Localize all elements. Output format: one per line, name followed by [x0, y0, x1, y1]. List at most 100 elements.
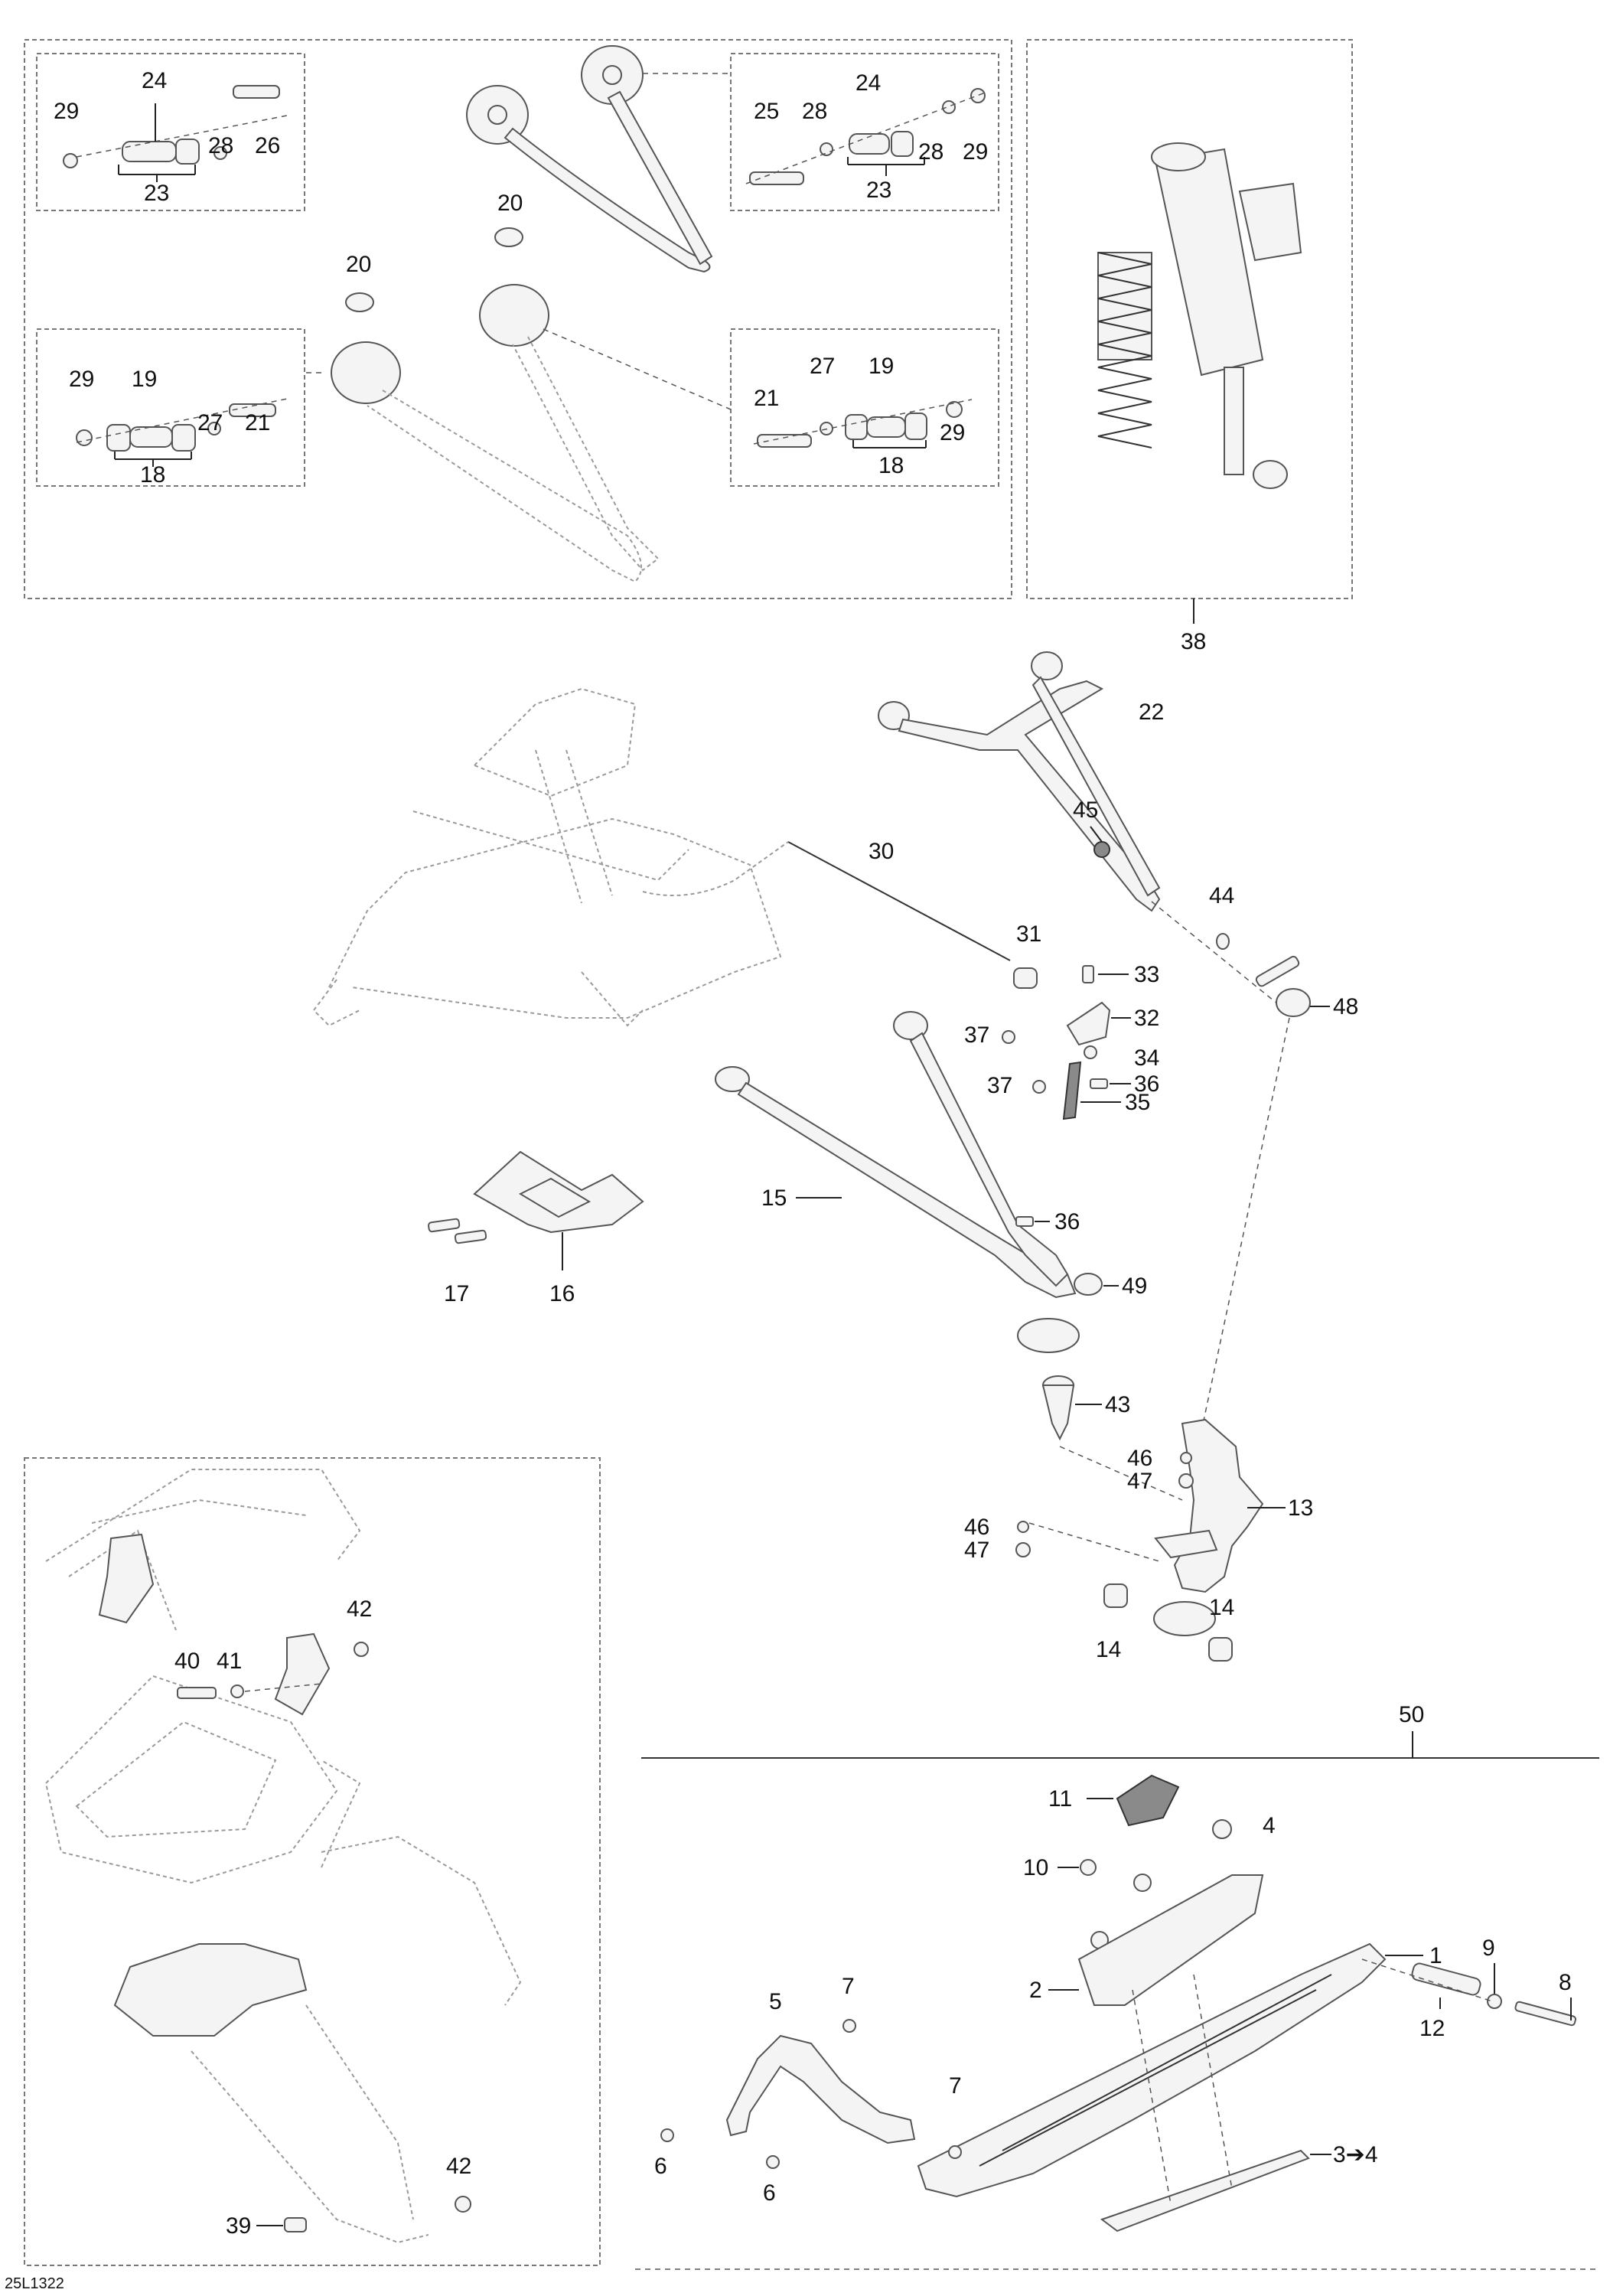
part-7-bolt-bottom	[948, 2145, 962, 2159]
callout-25: 25	[754, 99, 779, 124]
callout-9: 9	[1482, 1936, 1495, 1961]
callout-2: 2	[1029, 1978, 1042, 2003]
callout-46-bottom: 46	[964, 1515, 989, 1540]
part-47-nut-bottom	[1015, 1542, 1031, 1557]
left-bushing-kit-inset	[36, 53, 305, 211]
callout-3to4: 3➔4	[1333, 2142, 1378, 2167]
callout-28-right: 28	[918, 139, 943, 165]
figure-code: 25L1322	[5, 2275, 64, 2292]
part-14-bushing-right	[1208, 1637, 1233, 1662]
dash-46-spindle	[1028, 1522, 1160, 1562]
callout-11: 11	[1048, 1786, 1072, 1812]
part-6-nut-right	[766, 2155, 780, 2169]
callout-28-top: 28	[802, 99, 827, 124]
callout-21-left: 21	[245, 410, 270, 435]
callout-28: 28	[208, 133, 233, 158]
callout-29-right: 29	[963, 139, 988, 165]
callout-5: 5	[769, 1989, 782, 2014]
callout-47-bottom: 47	[964, 1538, 989, 1563]
callout-12: 12	[1419, 2016, 1445, 2041]
callout-37-top: 37	[964, 1022, 989, 1048]
part-37-nut-mid	[1032, 1080, 1046, 1094]
callout-14-right: 14	[1209, 1595, 1234, 1620]
lower-a-arm-15	[715, 1011, 1080, 1353]
callout-32: 32	[1134, 1006, 1159, 1031]
washer-20	[345, 227, 523, 312]
part-7-bolt-top	[842, 2019, 856, 2033]
part-3-runner	[1100, 2149, 1310, 2232]
callout-37-mid: 37	[987, 1073, 1012, 1098]
callout-19-left: 19	[132, 367, 157, 392]
chassis-front-suspension-ghost	[312, 687, 782, 1027]
callout-16: 16	[549, 1281, 575, 1306]
right-lower-bushing-inset	[730, 328, 999, 487]
callout-40: 40	[174, 1649, 200, 1674]
part-46-washer-bottom	[1017, 1521, 1029, 1533]
callout-22: 22	[1139, 700, 1164, 725]
callout-19-right: 19	[869, 354, 894, 379]
part-9-washer	[1487, 1994, 1502, 2009]
callout-20-top: 20	[497, 191, 523, 216]
callout-7-bottom: 7	[949, 2073, 962, 2099]
callout-29-lower-left: 29	[69, 367, 94, 392]
callout-29-lower-right: 29	[940, 420, 965, 445]
part-10-nut	[1080, 1859, 1097, 1876]
callout-34: 34	[1134, 1045, 1159, 1071]
callout-27-right: 27	[810, 354, 835, 379]
callout-23-right: 23	[866, 178, 891, 203]
callout-31: 31	[1016, 921, 1041, 947]
callout-20-left: 20	[346, 252, 371, 277]
callout-23: 23	[144, 181, 169, 206]
callout-6-left: 6	[654, 2154, 667, 2179]
callout-30: 30	[869, 839, 894, 864]
part-34-nut	[1084, 1045, 1097, 1059]
callout-43: 43	[1105, 1392, 1130, 1417]
callout-24: 24	[142, 68, 167, 93]
callout-17: 17	[444, 1281, 469, 1306]
upper-arm-kit-frame	[24, 39, 1012, 599]
upper-a-arm-22	[878, 651, 1161, 912]
upper-a-arm-top	[466, 45, 731, 273]
shock-absorber-frame	[1026, 39, 1353, 599]
part-31-bushing	[1013, 967, 1038, 989]
part-33-bolt	[1082, 965, 1094, 983]
callout-7-top: 7	[842, 1974, 855, 1999]
callout-18-left: 18	[140, 462, 165, 488]
part-5-handle	[725, 2034, 916, 2144]
part-47-nut-top	[1178, 1473, 1194, 1489]
left-lower-bushing-inset	[36, 328, 305, 487]
part-48-ball-joint	[1255, 955, 1311, 1017]
callout-42-bottom: 42	[446, 2154, 471, 2179]
callout-8: 8	[1559, 1970, 1572, 1995]
callout-36-top: 36	[1134, 1071, 1159, 1097]
part-43-ball-joint	[1041, 1375, 1075, 1441]
callout-26: 26	[255, 133, 280, 158]
callout-27-left: 27	[197, 410, 223, 435]
callout-18-right: 18	[878, 453, 904, 478]
frame-mount-inset	[24, 1457, 601, 2266]
part-36-bolt-top	[1090, 1078, 1108, 1089]
callout-44: 44	[1209, 883, 1234, 908]
callout-36-bottom: 36	[1054, 1209, 1080, 1234]
callout-13: 13	[1288, 1495, 1313, 1521]
part-6-nut-left	[660, 2128, 674, 2142]
part-14-bushing-left	[1103, 1583, 1128, 1608]
part-49-circlip	[1074, 1273, 1103, 1296]
callout-21-right: 21	[754, 386, 779, 411]
stabilizer-rod-30	[642, 841, 1011, 961]
part-44-washer	[1216, 933, 1230, 950]
callout-41: 41	[217, 1649, 242, 1674]
callout-14-left: 14	[1096, 1637, 1121, 1662]
part-8-bolt	[1514, 2001, 1577, 2027]
right-bushing-kit-parts	[745, 88, 988, 185]
lower-a-arm-top	[305, 284, 732, 583]
part-46-washer-top	[1180, 1452, 1192, 1464]
part-32-link-bracket	[1066, 1001, 1111, 1046]
group-50-label: 50	[1399, 1702, 1424, 1727]
callout-4: 4	[1263, 1813, 1276, 1838]
bolts-17	[428, 1218, 487, 1244]
callout-45: 45	[1073, 797, 1098, 823]
callout-49: 49	[1122, 1274, 1147, 1299]
right-lower-bushing-parts	[753, 399, 973, 448]
